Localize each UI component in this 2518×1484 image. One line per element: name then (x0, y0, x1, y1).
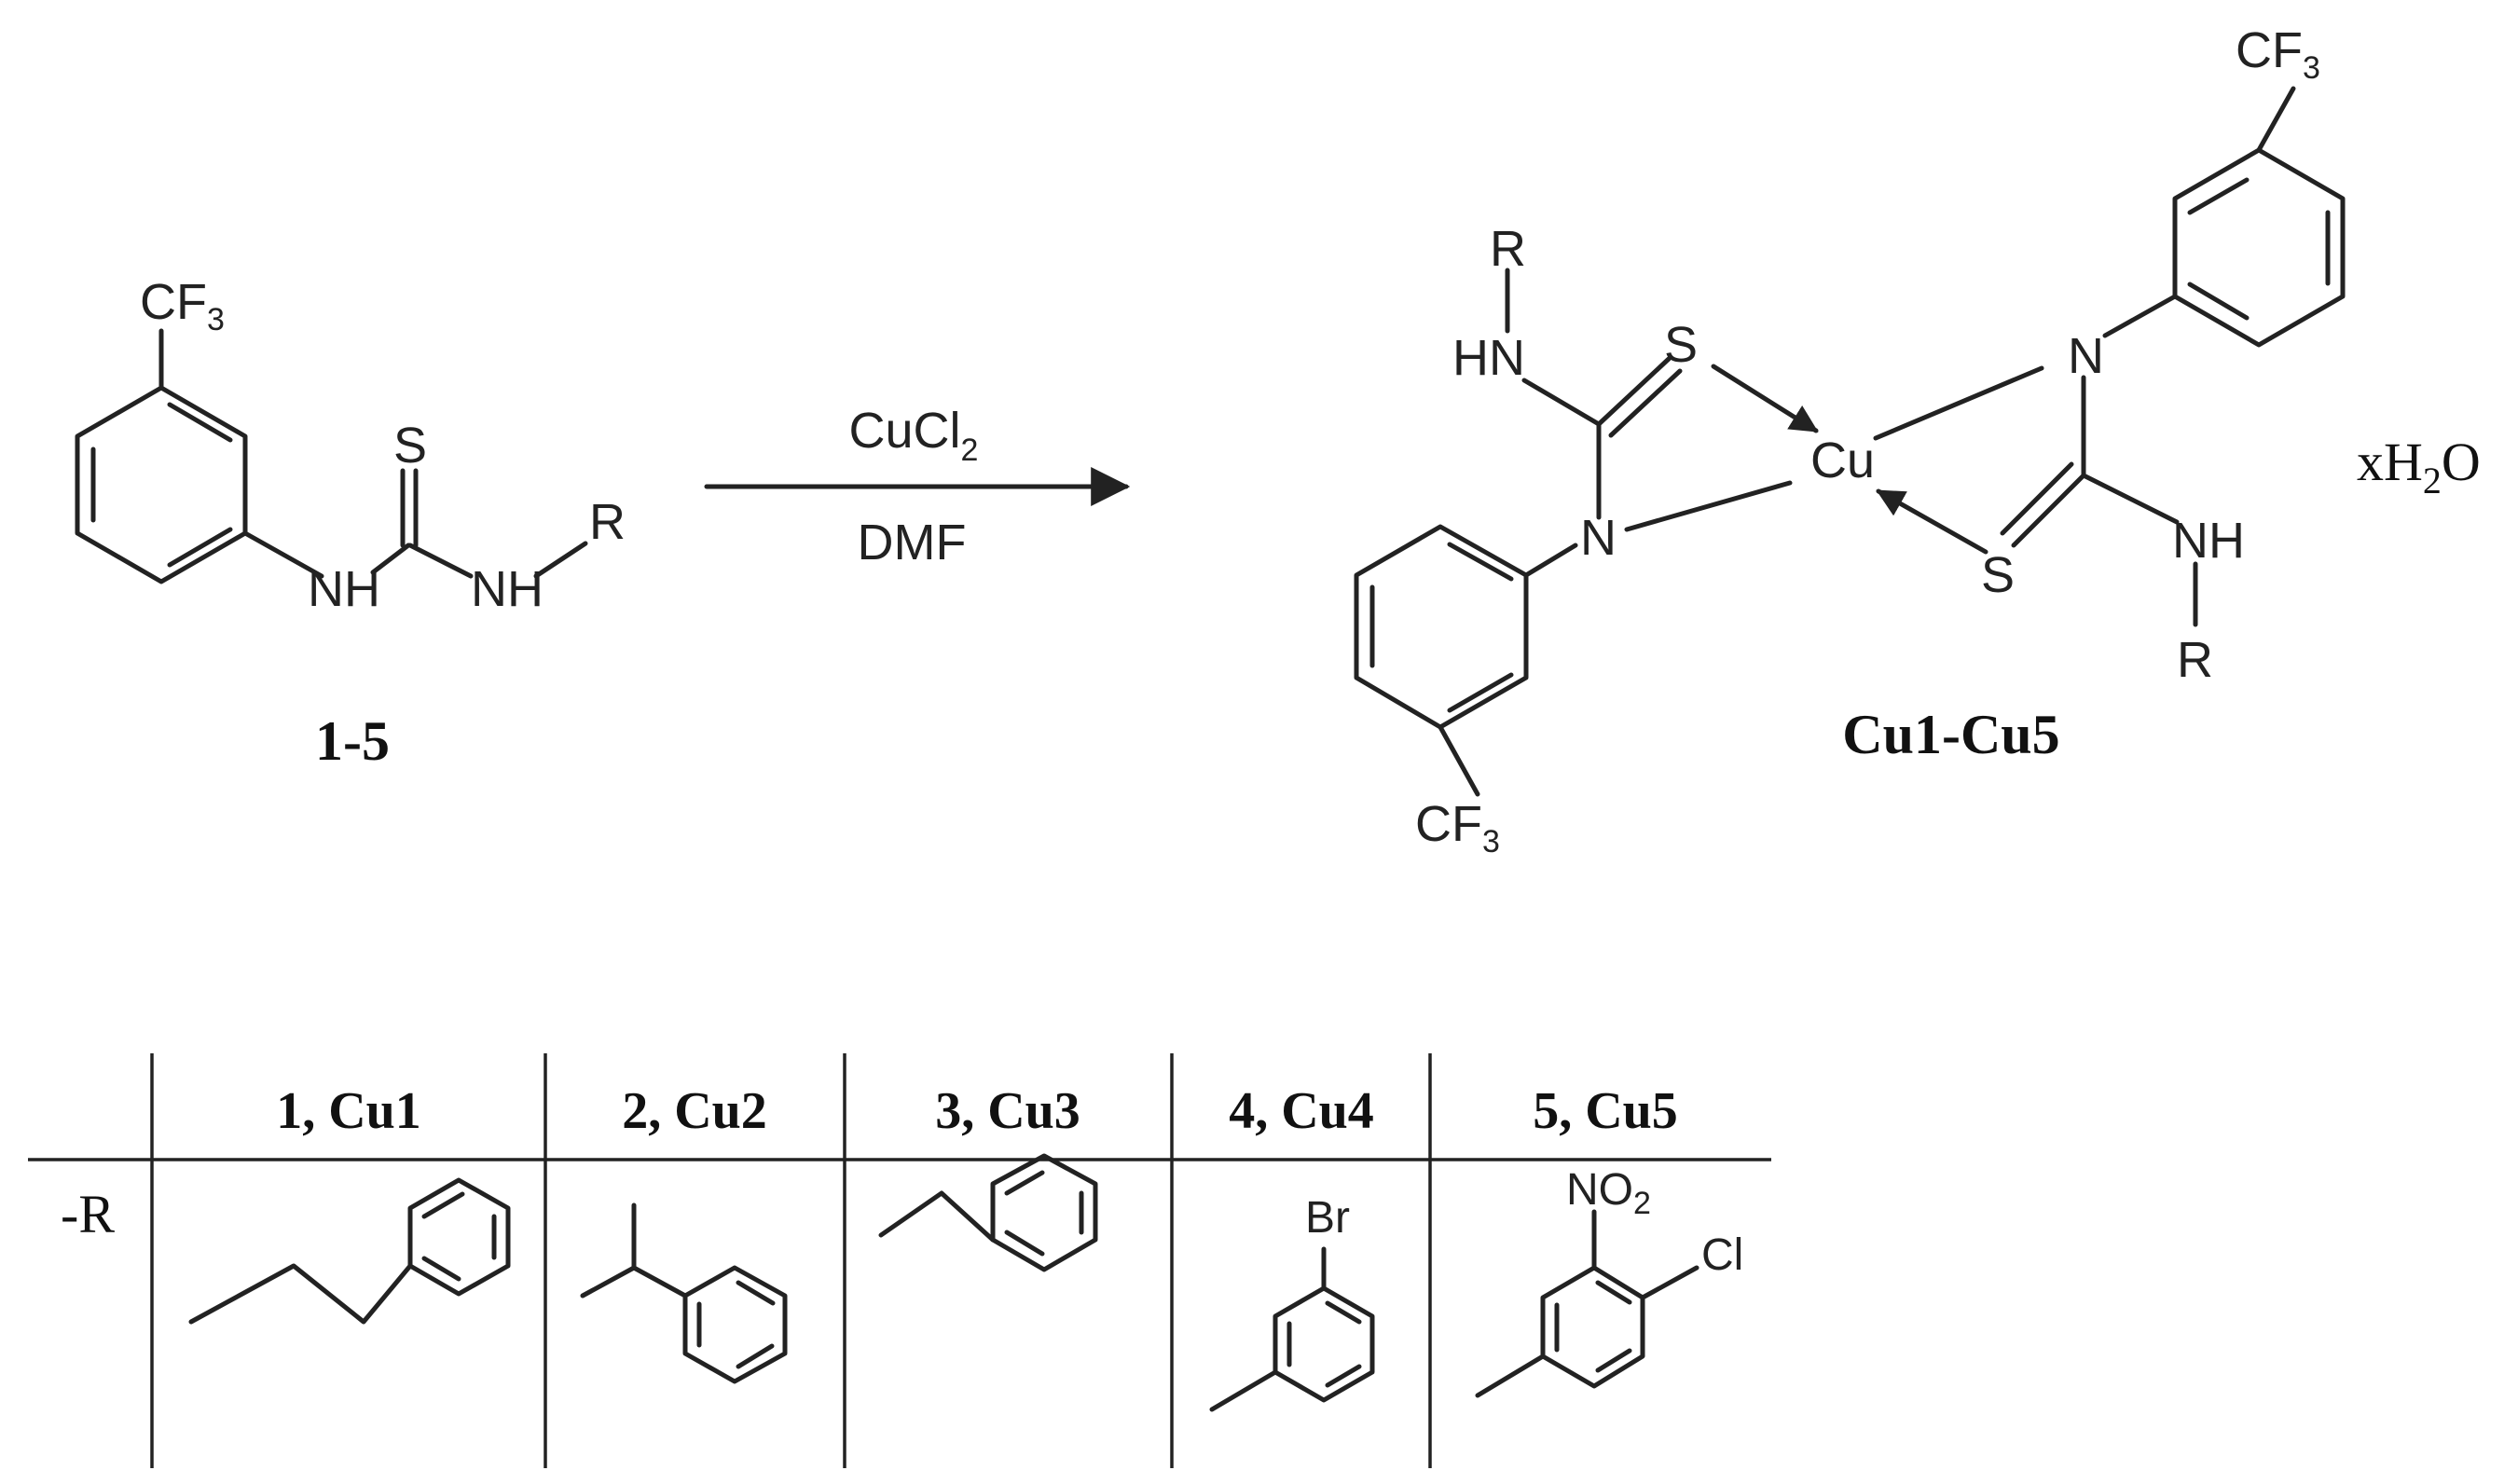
reactant-nh-right-label: NH (471, 561, 544, 617)
cu1-substituent-structure (188, 1177, 511, 1325)
table-row-label: -R (61, 1184, 115, 1244)
product-cf3-bottom-label: CF3 (1415, 796, 1500, 859)
product-c-nh-right-bond (2081, 473, 2180, 525)
product-cf3-top-bond (2256, 86, 2296, 153)
reactant-compound-label: 1-5 (315, 710, 390, 772)
reactant-ring-nh-bond (242, 530, 324, 579)
product-s-bottom-label: S (1981, 547, 2015, 603)
reactant-benzene-ring (75, 385, 248, 584)
reactant-c-nh-bond (407, 543, 474, 579)
product-n-cu-bond-left (1624, 480, 1793, 532)
reactant-nh-r-bond (533, 541, 588, 579)
reactant-r-label: R (589, 494, 626, 550)
product-cs-bottom-double-b (2000, 461, 2074, 536)
reactant-cf3-label: CF3 (140, 274, 225, 337)
solvent-label: DMF (858, 515, 967, 570)
product-compound-label: Cu1-Cu5 (1842, 704, 2059, 765)
reactant-thiourea: CF3 S NH NH R 1-5 (75, 274, 626, 772)
product-n-right-label: N (2068, 328, 2104, 384)
product-right-benzene-ring (2172, 147, 2346, 348)
cu5-no2-label: NO2 (1566, 1165, 1651, 1221)
product-s-top-label: S (1664, 317, 1698, 373)
table-header-3: 3, Cu3 (935, 1082, 1080, 1140)
reactant-nh-c-bond (370, 543, 411, 575)
cu5-substituent-structure: NO2 Cl (1475, 1165, 1743, 1398)
product-n-ring-left-bond (1523, 543, 1578, 578)
table-header-4: 4, Cu4 (1229, 1082, 1374, 1140)
table-header-5: 5, Cu5 (1533, 1082, 1678, 1140)
product-left-benzene-ring (1354, 524, 1529, 730)
product-n-cu-bond-right (1873, 365, 2044, 441)
product-s-cu-coord-arrow-bottom (1876, 488, 1988, 555)
cu2-substituent-structure (580, 1202, 788, 1384)
reaction-arrow-group: CuCl2 DMF (704, 403, 1131, 570)
cu4-br-label: Br (1305, 1193, 1350, 1243)
product-hn-c-bond (1521, 378, 1602, 427)
table-header-1: 1, Cu1 (276, 1082, 421, 1140)
product-cs-top-double-b (1608, 368, 1683, 438)
product-n-ring-right-bond (2102, 294, 2178, 338)
substituent-table: -R 1, Cu1 2, Cu2 3, Cu3 4, Cu4 5, Cu5 (28, 1053, 1771, 1468)
cu5-cl-label: Cl (1701, 1230, 1743, 1280)
reactant-nh-left-label: NH (308, 561, 380, 617)
cu4-substituent-structure: Br (1209, 1193, 1375, 1412)
product-copper-complex: R HN S Cu N N S NH R CF3 CF3 xH2O Cu1-Cu… (1354, 22, 2481, 859)
table-header-2: 2, Cu2 (622, 1082, 767, 1140)
product-hn-left-label: HN (1452, 330, 1525, 386)
product-n-left-label: N (1580, 510, 1617, 566)
product-cf3-bottom-bond (1438, 724, 1480, 797)
water-of-hydration-label: xH2O (2357, 432, 2481, 502)
product-cs-top-double-a (1596, 356, 1672, 427)
reactant-s-label: S (393, 418, 427, 474)
product-r-bottom-label: R (2177, 632, 2213, 688)
product-cs-bottom-double-a (2011, 473, 2086, 548)
product-s-cu-coord-arrow (1711, 364, 1819, 433)
product-cu-label: Cu (1810, 433, 1875, 488)
product-r-top-label: R (1490, 221, 1526, 277)
product-cf3-top-label: CF3 (2236, 22, 2320, 86)
cu3-substituent-structure (878, 1153, 1098, 1272)
product-nh-right-label: NH (2172, 513, 2245, 569)
reagent-label: CuCl2 (849, 403, 979, 468)
